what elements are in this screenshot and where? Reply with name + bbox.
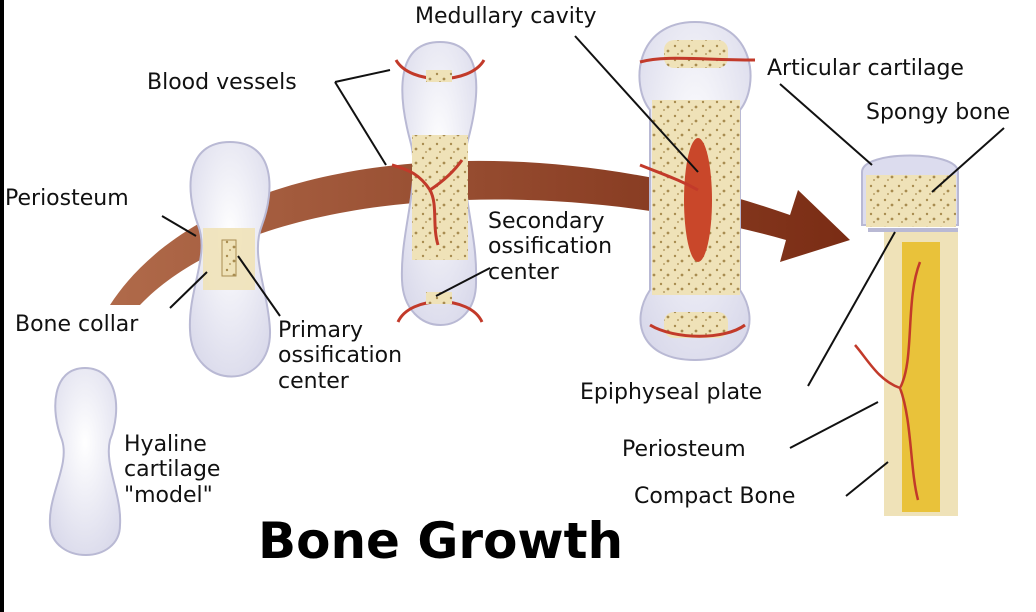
- diagram-title: Bone Growth: [258, 512, 624, 570]
- secondary-spot-bottom: [426, 292, 452, 304]
- leader-periosteum-left: [161, 215, 197, 237]
- label-spongy-bone: Spongy bone: [866, 100, 1011, 125]
- vessel-top-4: [639, 56, 756, 64]
- vessel-bottom-4: [649, 323, 746, 338]
- label-medullary-cavity: Medullary cavity: [415, 4, 597, 29]
- label-periosteum-left: Periosteum: [5, 186, 129, 211]
- label-secondary-line3: center: [488, 259, 559, 285]
- leader-periosteum-right: [789, 401, 879, 449]
- label-primary-line1: Primary: [278, 318, 364, 343]
- leader-spongy: [931, 127, 1005, 193]
- label-secondary-ossification: Secondary ossification center: [488, 209, 612, 285]
- leader-compact: [845, 461, 889, 497]
- label-articular-cartilage: Articular cartilage: [767, 56, 964, 81]
- secondary-spot-top: [426, 70, 452, 82]
- leader-medullary: [574, 35, 699, 173]
- label-hyaline-cartilage: Hyaline cartilage "model": [124, 432, 220, 508]
- marrow-cavity: [684, 138, 712, 262]
- mature-marrow: [902, 242, 940, 512]
- label-bone-collar: Bone collar: [15, 312, 139, 337]
- mature-vessels: [854, 261, 922, 501]
- diaphysis-bone: [412, 135, 468, 260]
- label-compact-bone: Compact Bone: [634, 484, 796, 509]
- leader-blood-vessels-b: [334, 81, 387, 166]
- epiphysis-top-bone: [664, 40, 728, 68]
- label-primary-ossification: Primary ossification center: [278, 318, 402, 394]
- leader-articular: [779, 83, 873, 166]
- leader-bone-collar: [169, 271, 208, 309]
- leader-blood-vessels-a: [334, 69, 391, 83]
- label-hyaline-line3: "model": [124, 482, 213, 508]
- label-primary-line3: center: [278, 368, 349, 394]
- label-primary-line2: ossification: [278, 343, 403, 369]
- label-blood-vessels: Blood vessels: [147, 70, 297, 95]
- primary-center-spot: [221, 239, 237, 277]
- label-secondary-line1: Secondary: [488, 209, 605, 234]
- leader-epiphyseal: [807, 231, 896, 387]
- vessel-shaft: [391, 159, 464, 246]
- label-periosteum-right: Periosteum: [622, 437, 746, 462]
- label-epiphyseal-plate: Epiphyseal plate: [580, 380, 763, 405]
- hyaline-cartilage-model: [48, 366, 122, 556]
- epiphysis-bottom-bone: [664, 312, 728, 338]
- label-secondary-line2: ossification: [488, 234, 613, 260]
- leader-primary: [237, 255, 281, 317]
- left-edge-bar: [0, 0, 4, 612]
- leader-secondary: [435, 267, 491, 297]
- label-hyaline-line2: cartilage: [124, 457, 221, 483]
- vessel-mid: [639, 163, 699, 192]
- label-hyaline-line1: Hyaline: [124, 432, 207, 457]
